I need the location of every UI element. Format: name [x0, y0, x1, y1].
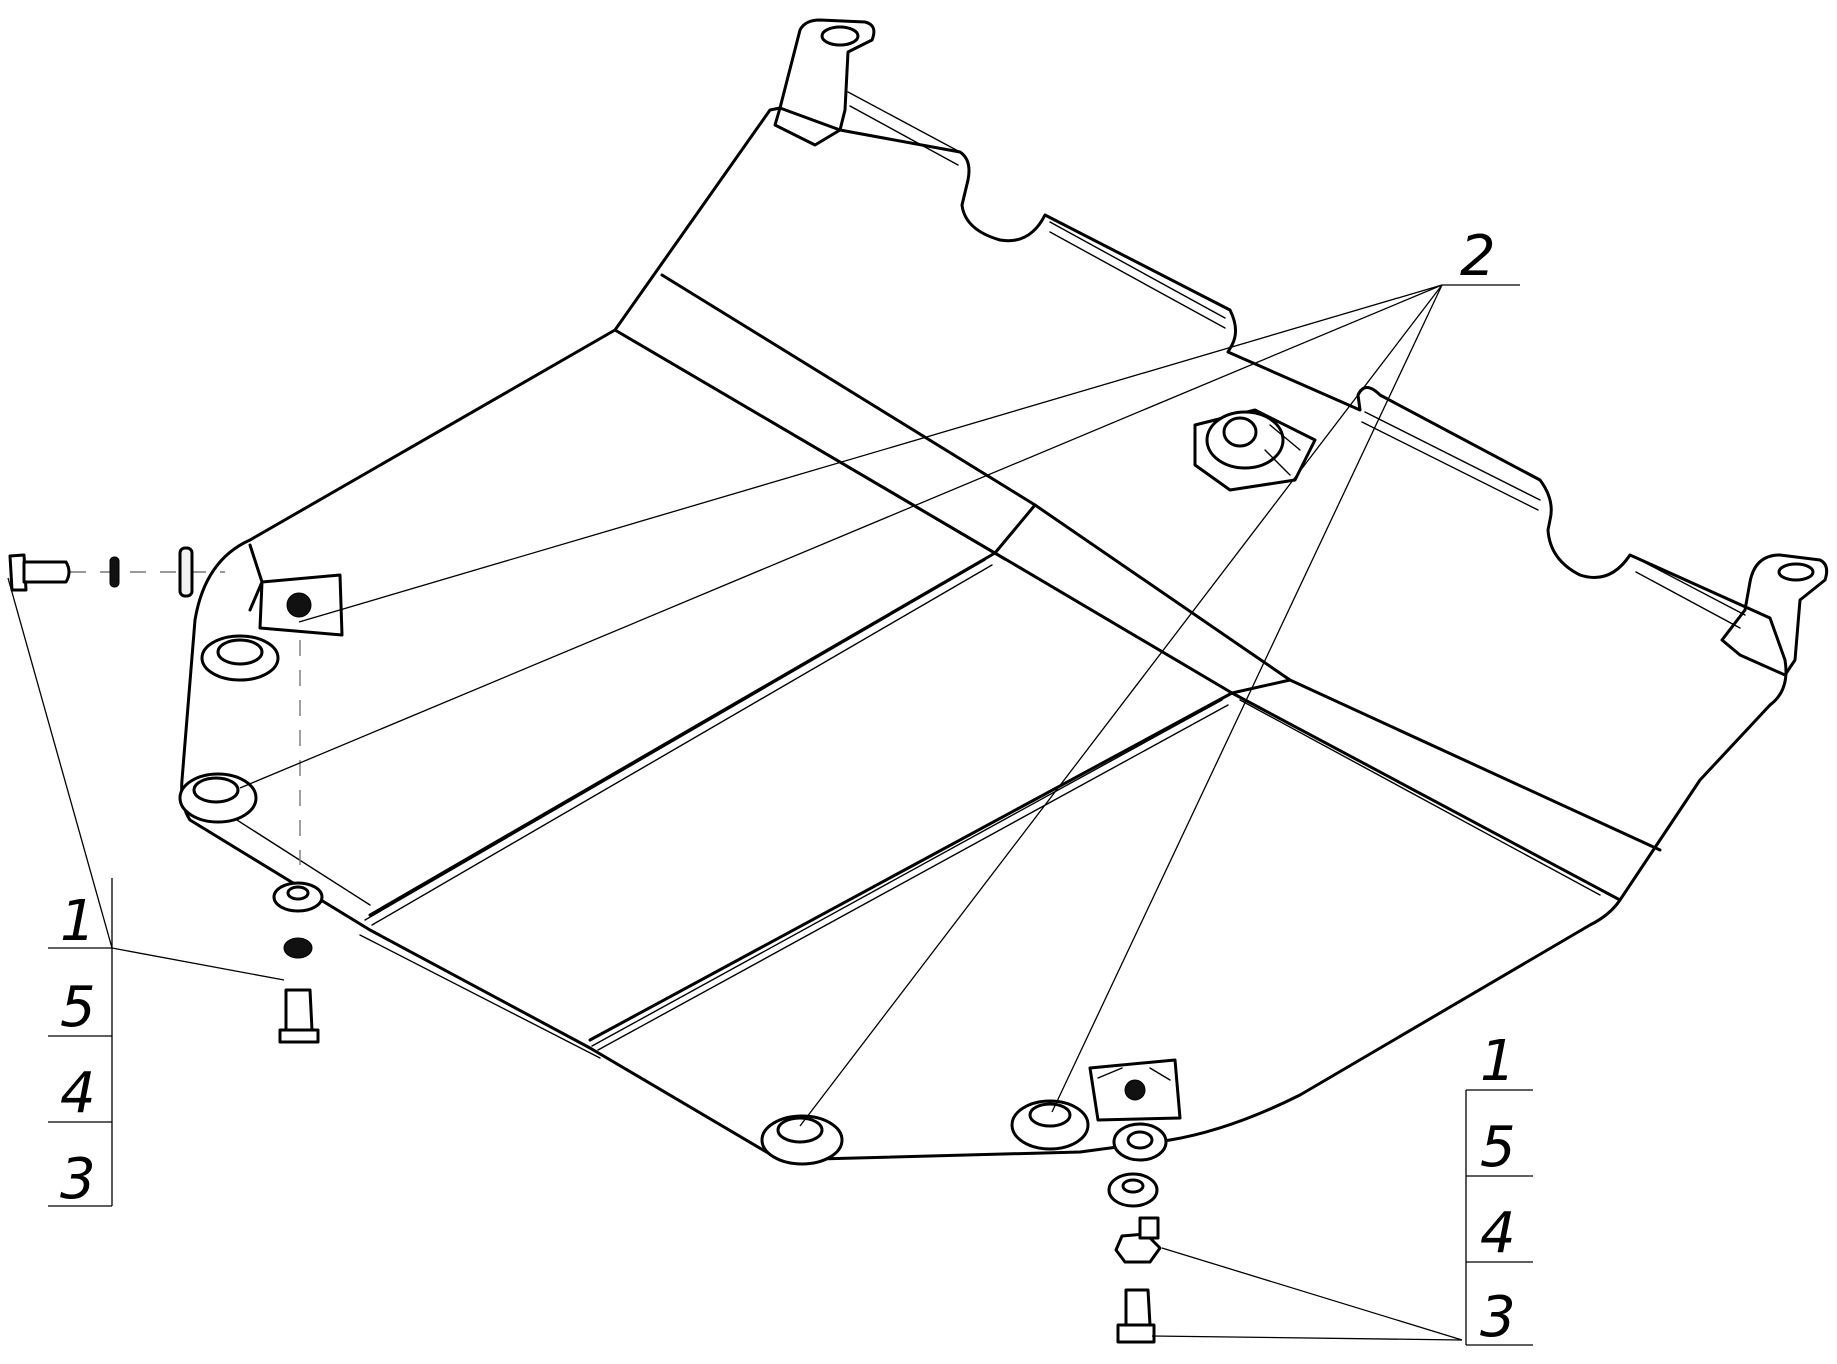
leader-left-bolt-v	[111, 947, 285, 981]
plate-outline	[180, 106, 1788, 1162]
leader-2-hole-front	[799, 284, 1443, 1127]
hole-left-upper	[200, 634, 280, 682]
mount-tab-right	[1720, 553, 1829, 677]
bracket-left	[248, 543, 344, 637]
mount-tab-left	[773, 18, 876, 147]
callout-right-3: 3	[1480, 1285, 1516, 1350]
callout-right-1: 1	[1480, 1029, 1516, 1094]
spring-washer-left	[109, 556, 120, 588]
leader-lines	[7, 284, 1520, 1341]
spring-washer-left-lower	[283, 937, 313, 959]
nut-bracket-left	[286, 592, 312, 618]
fastener-stack-right	[1107, 1172, 1162, 1344]
bolt-right	[1116, 1288, 1156, 1344]
flat-washer-right	[1107, 1172, 1159, 1208]
washer-bracket-right	[1112, 1122, 1168, 1162]
hole-left-lower	[178, 772, 258, 824]
leader-2-bracket-left	[298, 284, 1443, 623]
callout-left-4: 4	[60, 1061, 96, 1126]
callout-table-left: 1 5 4 3	[48, 878, 113, 1212]
callout-top-2: 2	[1460, 224, 1496, 289]
leader-2-hole-left	[239, 284, 1443, 789]
callout-left-1: 1	[60, 889, 96, 954]
callout-table-right: 1 5 4 3	[1465, 1029, 1533, 1350]
callout-right-5: 5	[1480, 1115, 1516, 1180]
nut-right-lower	[1114, 1216, 1162, 1264]
bend-inner	[627, 337, 1601, 896]
nut-top	[1193, 408, 1317, 492]
slot-hole-left	[820, 25, 860, 47]
skid-plate	[180, 18, 1829, 1162]
hole-front-right	[1010, 1099, 1090, 1151]
rib-1	[368, 503, 1037, 917]
bend-line-1	[660, 273, 1662, 852]
bolt-left-vertical	[278, 988, 320, 1044]
front-edge	[189, 789, 601, 1059]
flat-washer-left	[178, 546, 194, 598]
leader-2-hole-right	[1051, 284, 1443, 1113]
fastener-stack-left-horizontal	[8, 546, 225, 598]
leader-right-bolt	[1151, 1335, 1463, 1341]
rib-1-inner	[364, 559, 993, 926]
bolt-left-horizontal	[8, 553, 71, 592]
callout-right-4: 4	[1480, 1201, 1516, 1266]
leader-right-nut	[1161, 1247, 1463, 1341]
bend-line-2	[613, 328, 1622, 902]
rib-2	[588, 678, 1292, 1042]
flat-washer-left-lower	[272, 881, 324, 913]
hole-front-middle	[760, 1114, 844, 1166]
slot-hole-right	[1777, 562, 1815, 582]
flange-line-b	[1361, 411, 1746, 629]
leader-left-bolt-h	[7, 577, 113, 949]
nut-bracket-right	[1088, 1058, 1182, 1122]
plate-holes	[178, 408, 1317, 1166]
flange-line-a	[847, 91, 1226, 329]
fastener-stack-left-vertical	[272, 640, 324, 1044]
callout-left-5: 5	[60, 975, 96, 1040]
rib-2-inner	[591, 699, 1229, 1051]
callout-left-3: 3	[60, 1147, 96, 1212]
